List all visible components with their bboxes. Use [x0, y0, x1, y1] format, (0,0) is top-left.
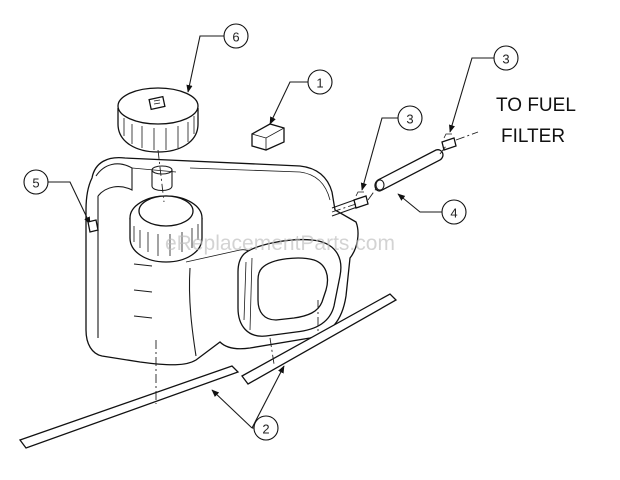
callout-3a: 3	[397, 105, 423, 131]
callout-5-label: 5	[32, 176, 39, 191]
watermark: eReplacementParts.com	[165, 232, 395, 255]
decal-part	[251, 123, 285, 151]
note-line-1: TO FUEL	[496, 95, 576, 116]
fuel-hose	[374, 149, 444, 192]
leader-lines	[48, 35, 494, 429]
callout-1-label: 1	[316, 76, 323, 91]
fuel-tank	[85, 156, 361, 366]
callout-3b: 3	[493, 45, 519, 71]
callout-6-label: 6	[232, 30, 239, 45]
callout-4: 4	[441, 199, 467, 225]
mounting-strap-left	[18, 365, 240, 449]
note-line-2: FILTER	[501, 126, 565, 147]
vent-fitting	[87, 219, 99, 233]
hose-clamp-left	[353, 191, 369, 209]
hose-clamp-right	[441, 133, 457, 151]
callout-3a-label: 3	[406, 112, 413, 127]
callout-5: 5	[23, 169, 49, 195]
callout-4-label: 4	[450, 206, 457, 221]
callout-6: 6	[223, 23, 249, 49]
callout-1: 1	[307, 69, 333, 95]
callout-2-label: 2	[262, 422, 269, 437]
callout-2: 2	[253, 415, 279, 441]
fuel-cap	[117, 87, 199, 153]
callout-3b-label: 3	[502, 52, 509, 67]
mounting-strap-right	[241, 293, 398, 385]
